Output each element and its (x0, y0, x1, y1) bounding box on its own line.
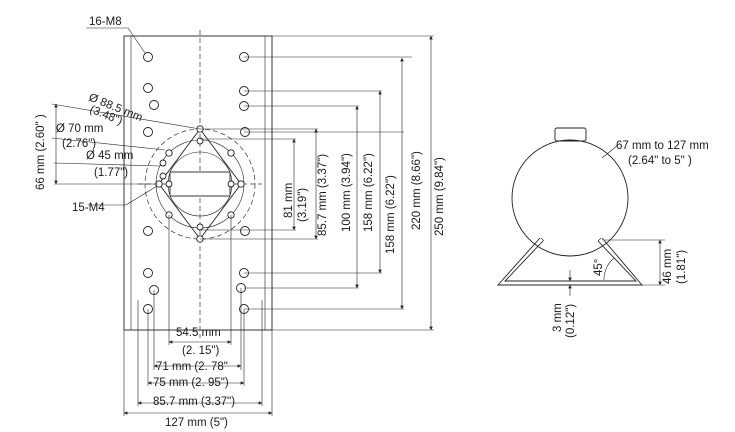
label-d70-in: (2.76") (62, 138, 96, 150)
label-54-5-in: (2. 15") (182, 345, 219, 357)
center-hole-pattern (144, 125, 256, 243)
cable-slot (169, 171, 231, 197)
label-220: 220 mm (8.66") (411, 151, 423, 230)
label-250: 250 mm (9.84") (434, 157, 446, 236)
label-m4: 15-M4 (72, 202, 105, 214)
pole-circle (511, 139, 629, 257)
label-d45-in: (1.77") (94, 167, 128, 179)
label-85-7-h: 85.7 mm (3.37") (153, 396, 235, 408)
callout-leaders (51, 27, 201, 206)
label-81: 81 mm (283, 183, 295, 218)
label-d70: Ø 70 mm (56, 123, 103, 135)
front-view-labels: 16-M8 15-M4 Ø 88.5 mm (3.48") Ø 70 mm (2… (35, 16, 446, 429)
label-75: 75 mm (2. 95") (153, 377, 229, 389)
label-71: 71 mm (2. 78" (156, 361, 228, 373)
label-158-b: 158 mm (6.22") (385, 175, 397, 254)
label-pole-range-in: (2.64" to 5" ) (628, 155, 692, 167)
label-100: 100 mm (3.94") (341, 153, 353, 232)
label-46: 46 mm (662, 249, 674, 284)
label-81-in: (3.19") (297, 188, 309, 222)
label-3mm-in: (0.12") (565, 304, 577, 338)
label-3mm: 3 mm (552, 303, 564, 332)
clamp-screw (554, 127, 587, 142)
label-54-5: 54.5 mm (176, 327, 221, 339)
vertical-dimensions (200, 35, 434, 331)
pole-clamp-side-view (496, 127, 665, 296)
label-d45: Ø 45 mm (86, 150, 133, 162)
label-85-7-v: 85.7 mm (3.37") (317, 154, 329, 236)
label-66: 66 mm (2.60" ) (35, 114, 47, 190)
horizontal-dimensions (123, 215, 273, 416)
label-m8: 16-M8 (89, 16, 122, 28)
label-127: 127 mm (5") (165, 417, 228, 429)
label-angle: 45° (593, 259, 605, 276)
label-46-in: (1.81") (676, 250, 688, 284)
label-158-a: 158 mm (6.22") (363, 153, 375, 232)
side-view-labels: 67 mm to 127 mm (2.64" to 5" ) 45° 46 mm… (552, 140, 709, 338)
label-pole-range: 67 mm to 127 mm (616, 140, 709, 152)
